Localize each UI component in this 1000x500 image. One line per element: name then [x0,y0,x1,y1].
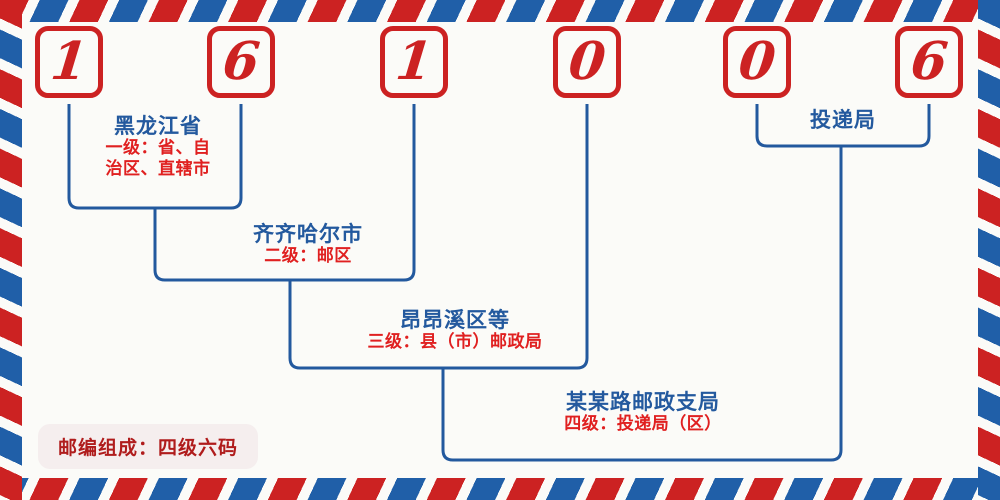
postcode-digit-5: 0 [735,31,779,92]
level-2-subtitle-line-1: 二级：邮区 [264,246,352,267]
level-3-subtitle-line-1: 三级：县（市）邮政局 [367,332,543,353]
level-1-label: 黑龙江省 一级：省、自 治区、直辖市 [78,114,238,179]
level-3-label: 昂昂溪区等 三级：县（市）邮政局 [318,308,592,353]
postcode-digit-2: 6 [219,31,263,92]
level-2-title: 齐齐哈尔市 [253,222,363,246]
postcode-digit-box-4[interactable]: 0 [553,26,621,98]
postcode-digit-box-3[interactable]: 1 [380,26,448,98]
postcode-digit-1: 1 [47,31,91,92]
level-1-subtitle-line-1: 一级：省、自 [105,138,211,159]
postcode-digit-box-6[interactable]: 6 [895,26,963,98]
level-1-title: 黑龙江省 [114,114,202,138]
postcode-digit-box-1[interactable]: 1 [35,26,103,98]
level-3-title: 昂昂溪区等 [400,308,510,332]
postcode-digit-box-5[interactable]: 0 [723,26,791,98]
level-4-subtitle-line-1: 四级：投递局（区） [564,414,722,435]
airmail-stripe-bottom [0,478,1000,500]
level-2-label: 齐齐哈尔市 二级：邮区 [196,222,420,267]
postcode-digit-6: 6 [907,31,951,92]
postcode-composition-badge: 邮编组成：四级六码 [38,424,259,469]
airmail-stripe-top [0,0,1000,22]
delivery-office-label: 投递局 [768,108,918,132]
postcode-digit-4: 0 [565,31,609,92]
delivery-office-title: 投递局 [810,108,876,132]
postcode-digit-3: 1 [392,31,436,92]
airmail-stripe-left [0,0,22,500]
postcode-composition-badge-text: 邮编组成：四级六码 [58,438,239,459]
level-4-title: 某某路邮政支局 [566,390,720,414]
postcode-digit-box-2[interactable]: 6 [207,26,275,98]
level-4-label: 某某路邮政支局 四级：投递局（区） [498,390,788,435]
airmail-stripe-right [978,0,1000,500]
level-1-subtitle-line-2: 治区、直辖市 [105,158,211,179]
